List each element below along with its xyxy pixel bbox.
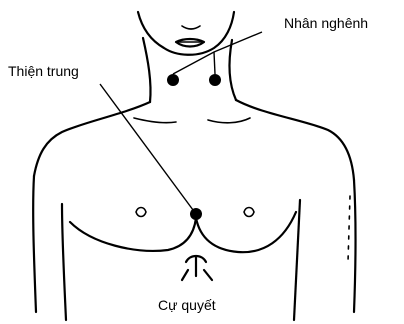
label-thien-trung: Thiện trung [8,63,79,79]
nhan-nghenh-pointer-right [214,52,215,74]
neck-right-outline [229,40,236,100]
nhan-nghenh-point-right [209,74,221,86]
left-shoulder-outline [34,102,150,176]
xiphoid-mark [182,256,212,280]
left-arm-outline [33,176,36,312]
label-cu-quyet: Cự quyết [158,297,216,313]
right-side-dashes [348,196,350,262]
nhan-nghenh-point-left [167,74,179,86]
right-breast-outline [196,212,296,252]
right-armpit-line [294,200,300,320]
jaw-outline [138,12,234,55]
right-nipple [244,208,254,217]
right-arm-outline [354,180,356,312]
left-armpit-line [62,204,66,320]
left-breast-outline [70,218,196,251]
left-nipple [136,208,146,217]
label-nhan-nghenh: Nhân nghênh [284,15,368,31]
neck-left-outline [143,38,151,102]
left-clavicle [134,118,176,123]
nose-bottom [182,26,200,29]
right-shoulder-outline [236,100,354,180]
right-clavicle [208,118,250,123]
